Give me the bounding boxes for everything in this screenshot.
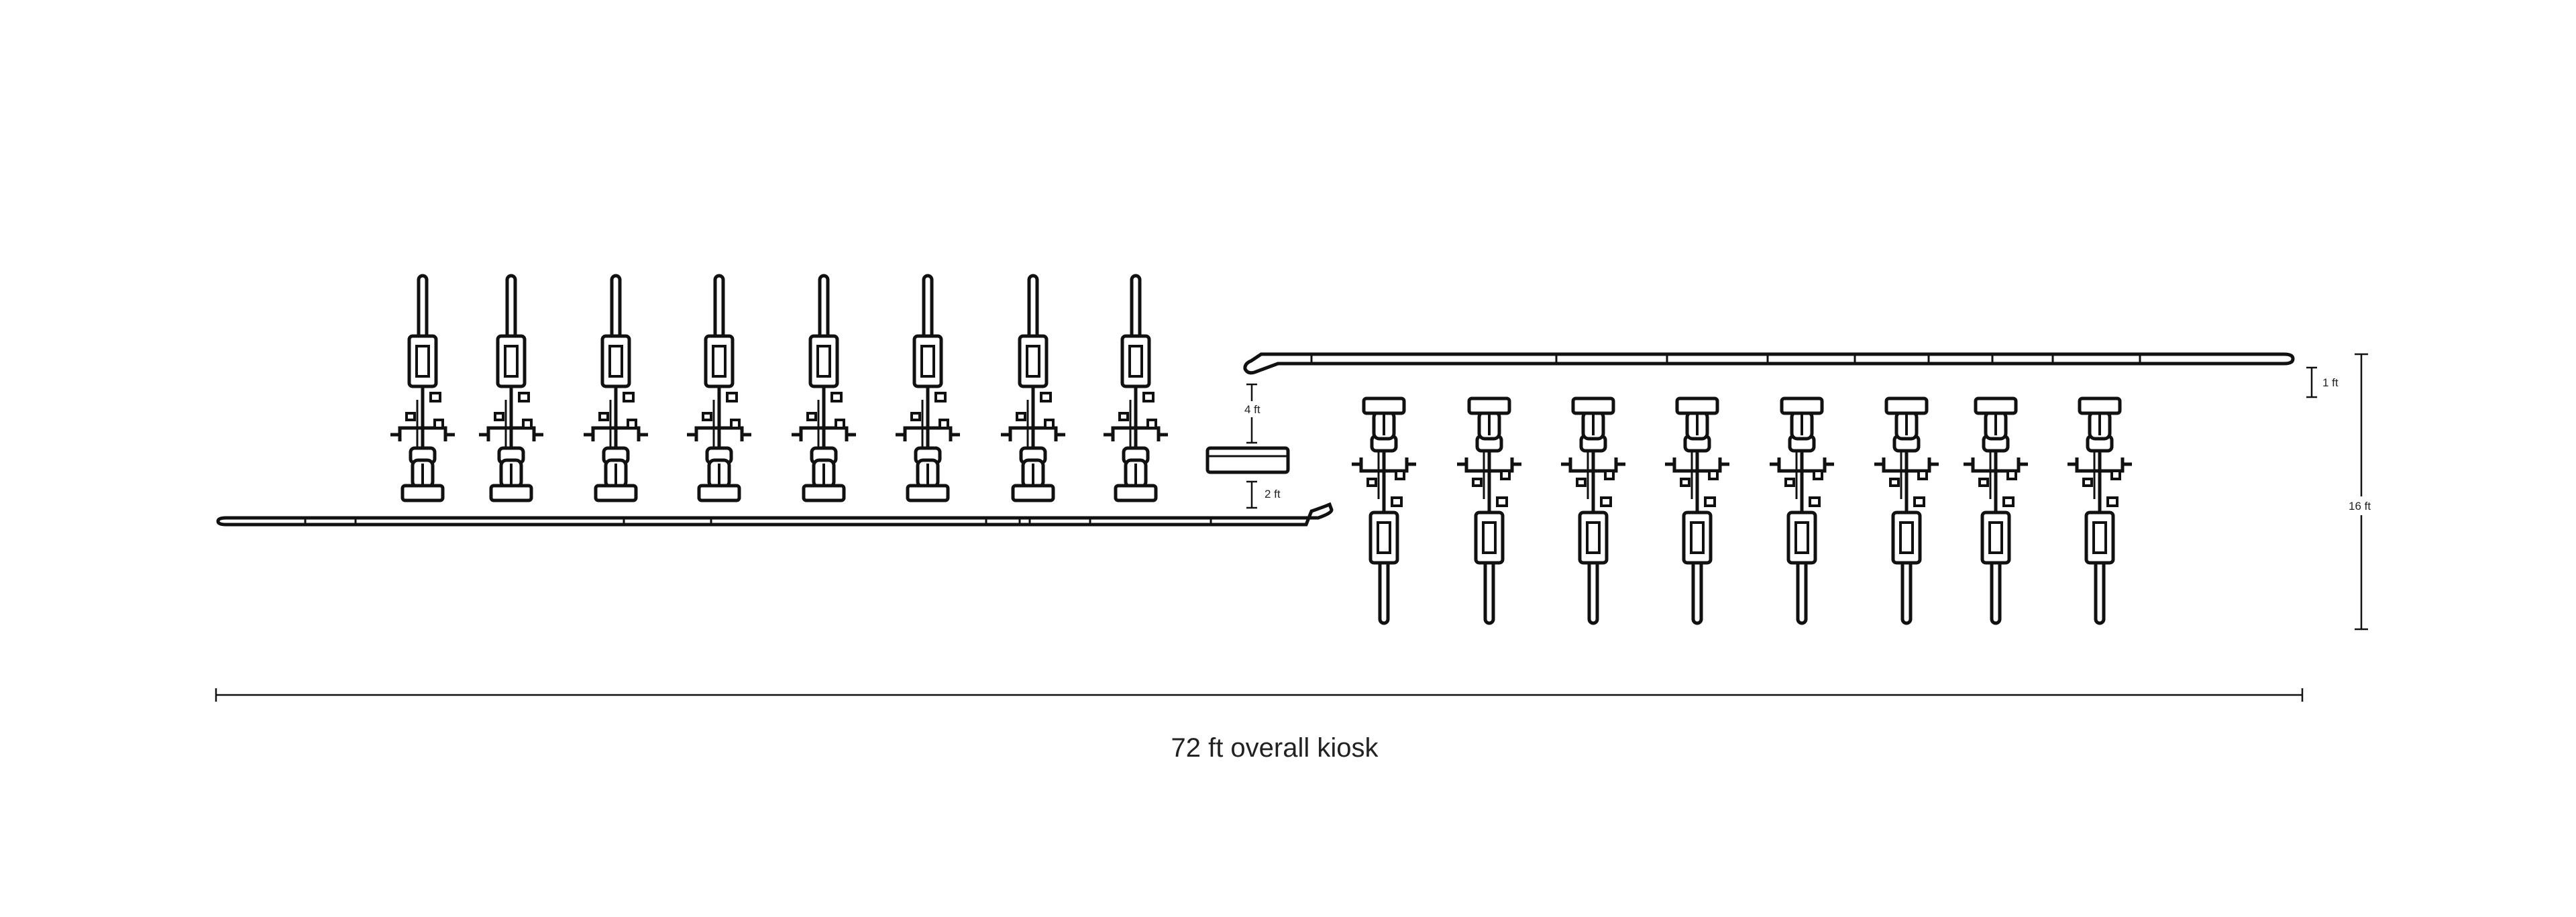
upper-rail bbox=[1243, 352, 2295, 375]
label-2ft: 2 ft bbox=[1265, 488, 1281, 500]
dimension-72ft: 72 ft overall kiosk bbox=[215, 688, 2304, 763]
bike-dock-8 bbox=[1104, 276, 1168, 500]
label-4ft: 4 ft bbox=[1244, 403, 1260, 416]
bike-dock-12 bbox=[1665, 398, 1729, 623]
lower-row-bikes bbox=[1352, 398, 2132, 623]
bike-dock-1 bbox=[390, 276, 455, 500]
overall-dimension-label: 72 ft overall kiosk bbox=[1171, 733, 1379, 763]
label-16ft: 16 ft bbox=[2349, 500, 2371, 513]
bike-dock-6 bbox=[896, 276, 960, 500]
upper-row-bikes bbox=[390, 276, 1168, 500]
dimension-2ft: 2 ft bbox=[1246, 480, 1281, 509]
bike-dock-2 bbox=[479, 276, 543, 500]
bike-dock-15 bbox=[1964, 398, 2028, 623]
bike-dock-10 bbox=[1457, 398, 1521, 623]
lower-rail bbox=[216, 502, 1334, 527]
bike-dock-16 bbox=[2068, 398, 2132, 623]
bike-dock-3 bbox=[584, 276, 648, 500]
bike-dock-9 bbox=[1352, 398, 1416, 623]
dimension-1ft: 1 ft bbox=[2306, 366, 2339, 398]
bike-dock-4 bbox=[687, 276, 751, 500]
bike-dock-7 bbox=[1001, 276, 1065, 500]
dimension-4ft: 4 ft bbox=[1242, 383, 1269, 444]
label-1ft: 1 ft bbox=[2322, 376, 2339, 389]
bike-dock-14 bbox=[1874, 398, 1939, 623]
bike-dock-5 bbox=[792, 276, 856, 500]
dimension-16ft: 16 ft bbox=[2348, 353, 2377, 631]
bike-dock-13 bbox=[1770, 398, 1834, 623]
payment-terminal bbox=[1205, 446, 1290, 474]
bike-dock-11 bbox=[1561, 398, 1625, 623]
